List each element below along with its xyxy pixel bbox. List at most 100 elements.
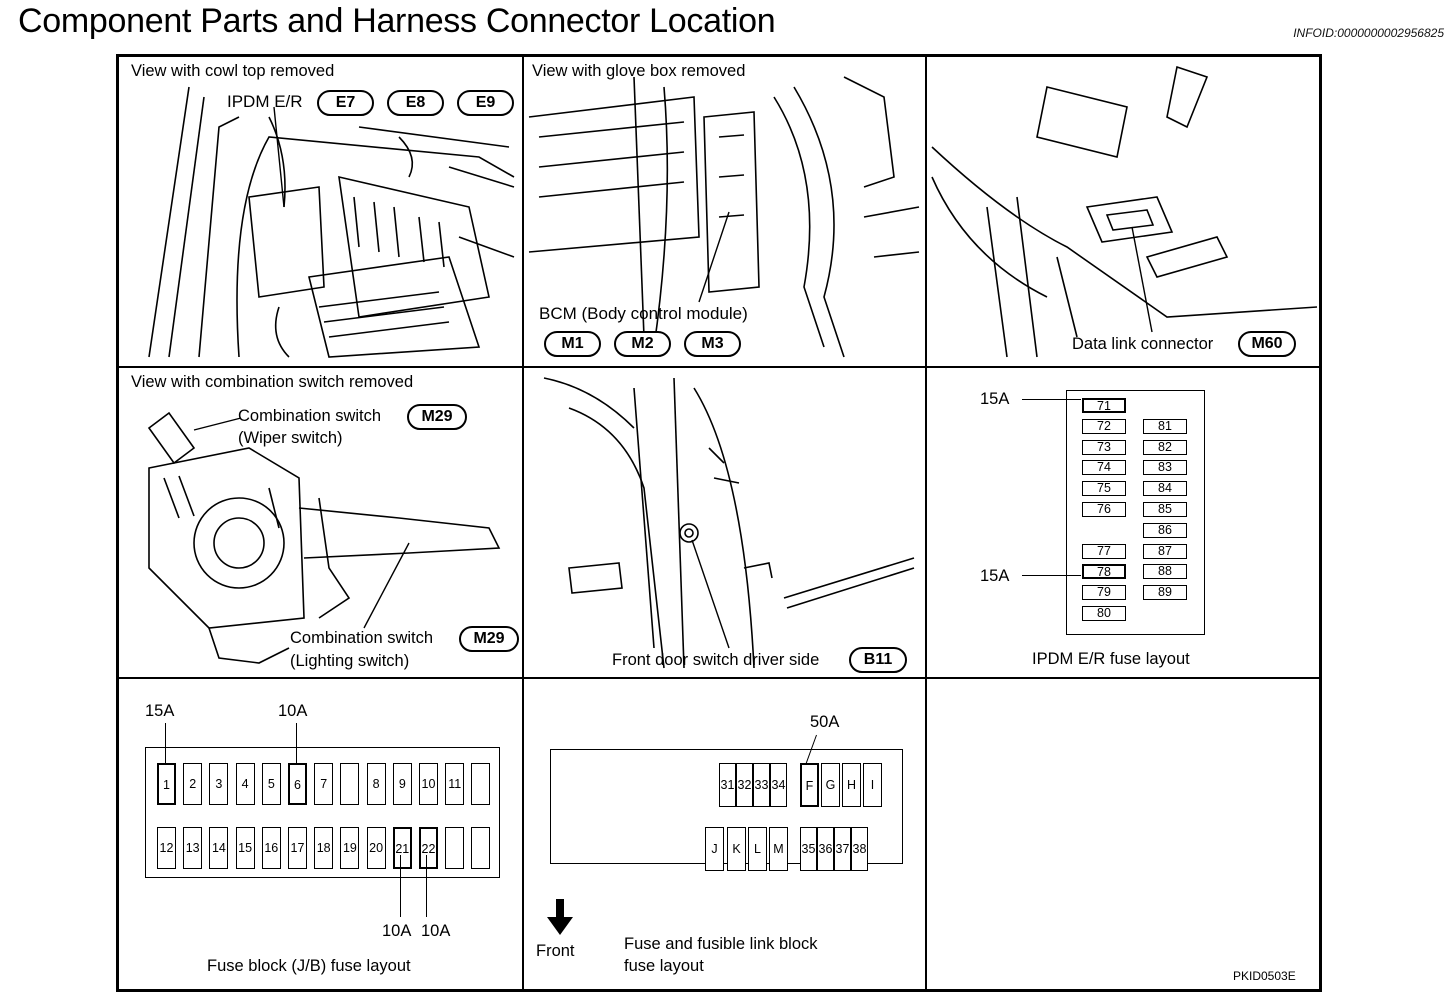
amp-label-10a: 10A: [278, 702, 308, 720]
panel-caption: View with cowl top removed: [131, 62, 335, 80]
leader-line: [1022, 575, 1081, 576]
page-title: Component Parts and Harness Connector Lo…: [18, 2, 776, 40]
fuse-l: L: [748, 827, 767, 871]
amp-label-10a: 10A: [382, 922, 412, 940]
panel-empty: PKID0503E: [927, 679, 1319, 989]
combination-switch-illustration: [147, 411, 501, 664]
connector-e7: E7: [317, 90, 374, 116]
fuse-19: 19: [340, 827, 360, 869]
wiper-switch-label: Combination switch: [238, 407, 382, 425]
fuse-blank: [471, 763, 491, 805]
fuse-g: G: [821, 763, 840, 807]
fuse-80: 80: [1082, 606, 1126, 621]
door-switch-label: Front door switch driver side: [612, 651, 820, 669]
leader-line: [165, 723, 166, 763]
fuse-f: F: [800, 763, 819, 807]
fuse-33: 33: [753, 763, 770, 807]
fuse-37: 37: [834, 827, 851, 871]
connector-m29-wiper: M29: [407, 404, 467, 430]
fuse-blank: [340, 763, 360, 805]
wiper-switch-sublabel: (Wiper switch): [238, 429, 343, 447]
grid-divider-v1: [522, 57, 524, 989]
fusible-link-caption-line2: fuse layout: [624, 957, 704, 975]
fuse-i: I: [863, 763, 882, 807]
fuse-76: 76: [1082, 502, 1126, 517]
diagram-frame: View with cowl top removed IPDM E/R E7 E…: [116, 54, 1322, 992]
fuse-j: J: [705, 827, 724, 871]
bcm-label: BCM (Body control module): [539, 304, 748, 323]
fuse-h: H: [842, 763, 861, 807]
grid-divider-h1: [119, 366, 1319, 368]
fuse-87: 87: [1143, 543, 1187, 559]
fuse-34: 34: [770, 763, 787, 807]
leader-line: [1022, 399, 1081, 400]
fuse-89: 89: [1143, 585, 1187, 601]
fuse-12: 12: [157, 827, 176, 869]
connector-m2: M2: [614, 331, 671, 357]
panel-glove-box: View with glove box removed BCM (Body co…: [524, 57, 925, 366]
fuse-3: 3: [209, 763, 229, 805]
ipdm-illustration: [148, 86, 515, 358]
fuse-82: 82: [1143, 439, 1187, 455]
fuse-11: 11: [445, 763, 465, 805]
leader-line: [426, 855, 427, 917]
fuse-6: 6: [288, 763, 307, 805]
fuse-83: 83: [1143, 460, 1187, 476]
lighting-switch-sublabel: (Lighting switch): [290, 652, 410, 670]
front-arrow-icon: [547, 899, 573, 935]
panel-door-switch: Front door switch driver side B11: [524, 368, 925, 677]
front-label: Front: [536, 942, 575, 960]
fuse-k: K: [727, 827, 746, 871]
connector-b11: B11: [849, 647, 907, 673]
panel-data-link: Data link connector M60: [927, 57, 1319, 366]
fuse-15: 15: [235, 827, 255, 869]
fuse-22: 22: [419, 827, 438, 869]
fuse-2: 2: [183, 763, 203, 805]
panel-caption: View with glove box removed: [532, 62, 746, 80]
fuse-10: 10: [419, 763, 438, 805]
fuse-79: 79: [1082, 585, 1126, 601]
panel-cowl-top: View with cowl top removed IPDM E/R E7 E…: [119, 57, 522, 366]
leader-line: [296, 723, 297, 763]
fuse-1: 1: [157, 763, 176, 805]
ipdm-fuse-caption: IPDM E/R fuse layout: [1032, 650, 1190, 668]
fuse-m: M: [769, 827, 788, 871]
fuse-blank: [445, 827, 465, 869]
amp-label-15a: 15A: [145, 702, 175, 720]
connector-m1: M1: [544, 331, 601, 357]
connector-m60: M60: [1238, 331, 1296, 357]
fuse-blank: [471, 827, 491, 869]
fuse-38: 38: [851, 827, 868, 871]
fuse-84: 84: [1143, 481, 1187, 497]
fuse-14: 14: [209, 827, 229, 869]
fuse-77: 77: [1082, 543, 1126, 559]
fuse-4: 4: [235, 763, 255, 805]
fuse-21: 21: [392, 827, 412, 869]
dlc-illustration: [931, 65, 1318, 358]
bcm-illustration: [528, 76, 920, 358]
figure-code: PKID0503E: [1233, 969, 1296, 983]
grid-divider-h2: [119, 677, 1319, 679]
connector-m3: M3: [684, 331, 741, 357]
fuse-8: 8: [366, 763, 386, 805]
amp-label-15a-bottom: 15A: [980, 567, 1010, 585]
fuse-72: 72: [1082, 418, 1126, 434]
fuse-74: 74: [1082, 460, 1126, 476]
fuse-31: 31: [719, 763, 736, 807]
fuse-71: 71: [1082, 398, 1126, 413]
fuse-35: 35: [800, 827, 817, 871]
fuse-18: 18: [314, 827, 334, 869]
fuse-78: 78: [1082, 564, 1126, 580]
fusible-link-caption-line1: Fuse and fusible link block: [624, 935, 818, 953]
fuse-16: 16: [261, 827, 281, 869]
fuse-5: 5: [261, 763, 281, 805]
panel-caption: View with combination switch removed: [131, 373, 414, 391]
fuse-75: 75: [1082, 481, 1126, 497]
panel-combination-switch: View with combination switch removed Com…: [119, 368, 522, 677]
connector-m29-lighting: M29: [459, 626, 519, 652]
grid-divider-v2: [925, 57, 927, 989]
fuse-20: 20: [366, 827, 386, 869]
